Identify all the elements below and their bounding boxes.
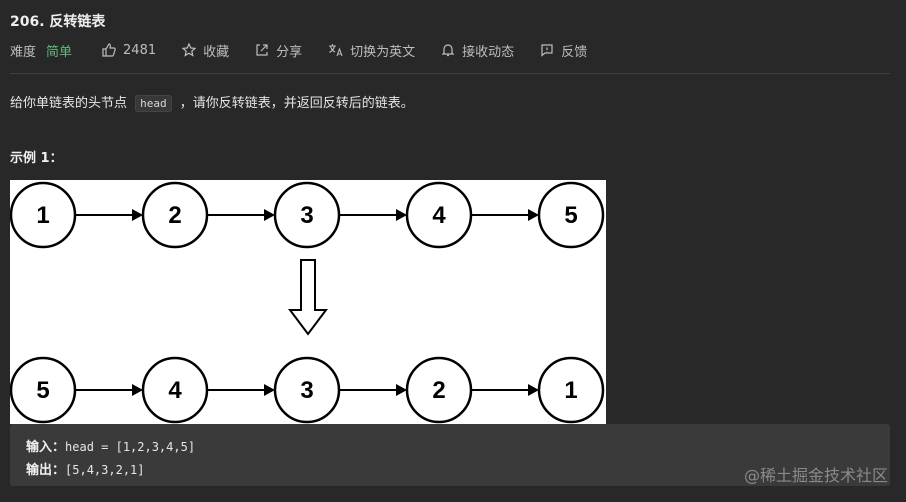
- example-diagram: 1 2 3 4 5 5 4 3 2 1: [9, 180, 606, 424]
- top-arrowhead-1: [132, 209, 143, 221]
- top-node-5: [537, 181, 605, 249]
- top-node-label-5: 5: [564, 202, 577, 229]
- description-text-after: ，请你反转链表，并返回反转后的链表。: [179, 96, 414, 111]
- inline-code-head: head: [135, 95, 172, 112]
- difficulty-badge: 简单: [46, 44, 73, 60]
- problem-description: 给你单链表的头节点 head ，请你反转链表，并返回反转后的链表。: [10, 92, 414, 112]
- bottom-arrowhead-3: [396, 384, 407, 396]
- bottom-node-label-2: 4: [168, 377, 182, 404]
- top-arrowhead-4: [528, 209, 539, 221]
- share-button[interactable]: 分享: [255, 41, 302, 60]
- top-node-label-4: 4: [432, 202, 446, 229]
- output-value: [5,4,3,2,1]: [65, 463, 145, 477]
- bottom-node-3: [273, 356, 341, 424]
- example-input-line: 输入：head = [1,2,3,4,5]: [26, 436, 195, 455]
- watermark: @稀土掘金技术社区: [743, 466, 888, 485]
- translate-icon: [329, 44, 343, 57]
- like-count: 2481: [123, 42, 157, 58]
- bottom-node-2: [141, 356, 209, 424]
- bell-icon: [441, 44, 455, 57]
- share-icon: [256, 44, 268, 56]
- bottom-node-label-1: 5: [36, 377, 49, 404]
- notify-button[interactable]: 接收动态: [441, 41, 514, 60]
- top-node-1: [9, 181, 77, 249]
- bottom-arrowhead-2: [264, 384, 275, 396]
- example-title: 示例 1：: [10, 151, 63, 166]
- bottom-node-4: [405, 356, 473, 424]
- share-label: 分享: [276, 44, 303, 60]
- example-io-block: 输入：head = [1,2,3,4,5] 输出：[5,4,3,2,1]: [10, 424, 890, 486]
- notify-label: 接收动态: [462, 44, 515, 60]
- difficulty-label: 难度: [10, 44, 37, 60]
- like-button[interactable]: 2481: [102, 43, 156, 58]
- bottom-node-1: [9, 356, 77, 424]
- top-arrowhead-2: [264, 209, 275, 221]
- bottom-node-label-5: 1: [564, 377, 577, 404]
- top-node-label-3: 3: [300, 202, 313, 229]
- star-icon: [182, 43, 197, 57]
- down-arrow-icon: [288, 259, 328, 336]
- top-node-3: [273, 181, 341, 249]
- bottom-arrowhead-1: [132, 384, 143, 396]
- bottom-node-label-4: 2: [432, 377, 445, 404]
- favorite-button[interactable]: 收藏: [182, 41, 229, 60]
- feedback-icon: [541, 44, 553, 57]
- switch-language-label: 切换为英文: [350, 44, 416, 60]
- input-label: 输入：: [26, 440, 66, 455]
- bottom-node-label-3: 3: [300, 377, 313, 404]
- top-node-label-2: 2: [168, 202, 181, 229]
- bottom-arrowhead-4: [528, 384, 539, 396]
- switch-language-button[interactable]: 切换为英文: [328, 41, 415, 60]
- example-output-line: 输出：[5,4,3,2,1]: [26, 459, 145, 478]
- top-node-label-1: 1: [36, 202, 49, 229]
- problem-meta-bar: 难度 简单 2481 收藏 分享 切换为英文 接收动态 反馈: [10, 40, 613, 60]
- feedback-label: 反馈: [561, 44, 588, 60]
- linked-list-diagram: 1 2 3 4 5 5 4 3 2 1: [9, 181, 605, 424]
- description-text-before: 给你单链表的头节点: [10, 96, 128, 111]
- problem-title: 206. 反转链表: [10, 14, 106, 30]
- top-node-2: [141, 181, 209, 249]
- favorite-label: 收藏: [203, 44, 230, 60]
- feedback-button[interactable]: 反馈: [540, 41, 587, 60]
- thumbs-up-icon: [102, 43, 116, 57]
- top-node-4: [405, 181, 473, 249]
- top-arrowhead-3: [396, 209, 407, 221]
- header-divider: [10, 73, 890, 74]
- input-value: head = [1,2,3,4,5]: [65, 440, 196, 454]
- bottom-node-5: [537, 356, 605, 424]
- output-label: 输出：: [26, 463, 66, 478]
